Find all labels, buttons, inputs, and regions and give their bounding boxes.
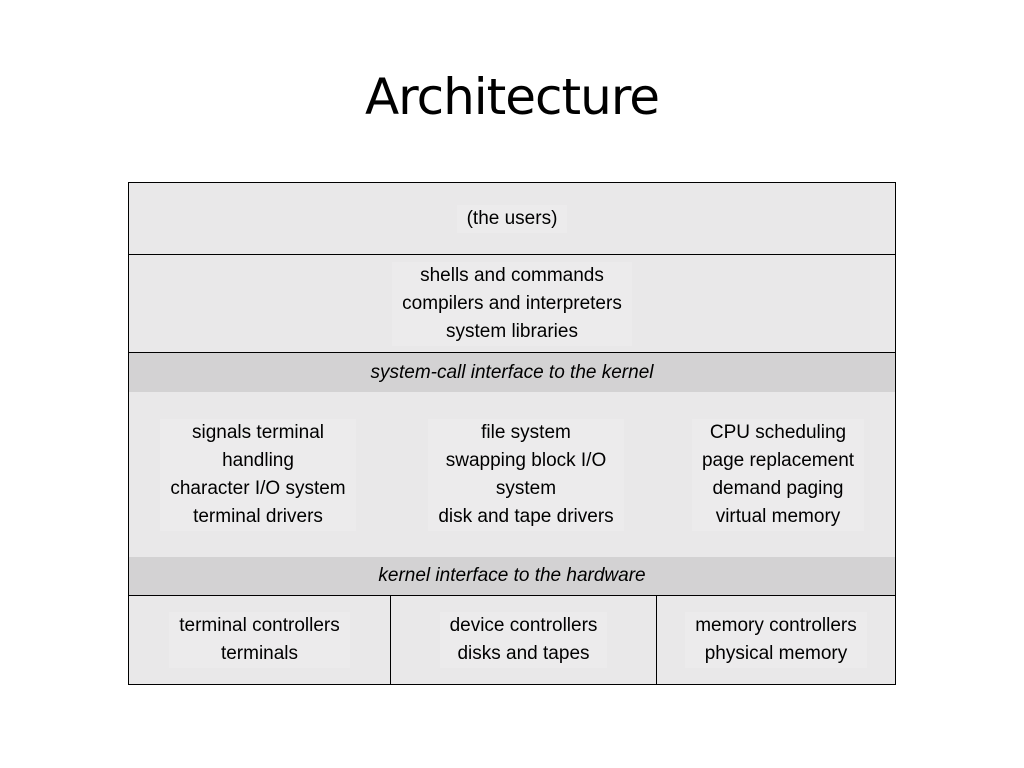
hardware-memory-cell: memory controllers physical memory xyxy=(657,596,895,684)
hardware-terminal-label: terminal controllers terminals xyxy=(169,612,350,668)
users-label: (the users) xyxy=(456,204,568,233)
kernel-filesystem-column: file system swapping block I/O system di… xyxy=(399,392,653,557)
hardware-terminal-cell: terminal controllers terminals xyxy=(129,596,391,684)
kernel-terminal-column: signals terminal handling character I/O … xyxy=(129,392,387,557)
kernel-terminal-label: signals terminal handling character I/O … xyxy=(160,418,356,531)
slide-title: Architecture xyxy=(364,68,660,126)
kernel-memory-label: CPU scheduling page replacement demand p… xyxy=(691,418,865,531)
hardware-interface-layer: kernel interface to the hardware xyxy=(129,557,895,596)
hardware-layer: terminal controllers terminals device co… xyxy=(129,596,895,684)
kernel-filesystem-label: file system swapping block I/O system di… xyxy=(428,418,624,531)
kernel-memory-column: CPU scheduling page replacement demand p… xyxy=(659,392,897,557)
system-call-interface-layer: system-call interface to the kernel xyxy=(129,353,895,392)
users-layer: (the users) xyxy=(129,183,895,255)
kernel-layer: signals terminal handling character I/O … xyxy=(129,392,895,557)
system-programs-label: shells and commands compilers and interp… xyxy=(392,261,632,346)
hardware-interface-label: kernel interface to the hardware xyxy=(378,565,646,586)
architecture-diagram: (the users) shells and commands compiler… xyxy=(128,182,896,685)
system-call-interface-label: system-call interface to the kernel xyxy=(370,361,654,383)
hardware-device-cell: device controllers disks and tapes xyxy=(391,596,657,684)
system-programs-layer: shells and commands compilers and interp… xyxy=(129,255,895,353)
hardware-device-label: device controllers disks and tapes xyxy=(439,612,608,668)
hardware-memory-label: memory controllers physical memory xyxy=(685,612,867,668)
